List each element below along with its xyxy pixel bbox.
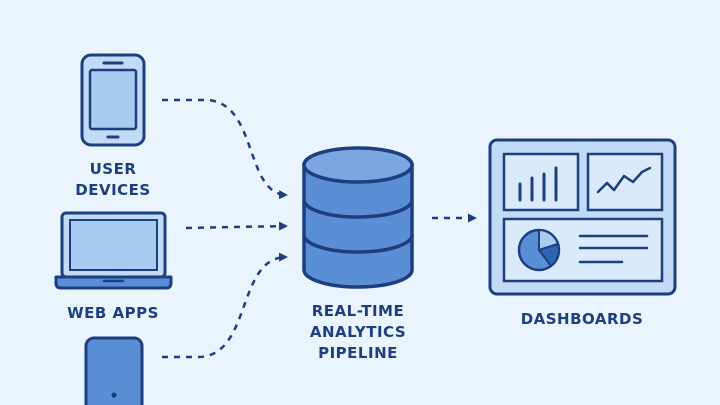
user-devices-label-line-1: USER xyxy=(89,160,137,178)
pie-chart-icon xyxy=(517,228,561,272)
pipeline-label-line-2: ANALYTICS xyxy=(309,323,407,341)
bar-chart-icon xyxy=(518,166,558,202)
pipeline-label-line-1: REAL-TIME xyxy=(311,302,405,320)
smartphone-icon xyxy=(80,53,146,147)
line-chart-panel xyxy=(586,152,664,212)
line-chart-icon xyxy=(596,166,652,194)
dashboard-icon xyxy=(488,138,677,296)
web-apps-label-line-1: WEB APPS xyxy=(67,304,159,322)
pipeline-label-line-3: PIPELINE xyxy=(318,344,398,362)
connector-user-devices xyxy=(162,98,288,200)
tablet-icon xyxy=(84,336,144,405)
text-lines-icon xyxy=(578,234,649,264)
connector-tablet xyxy=(162,252,288,359)
bar-chart-panel xyxy=(502,152,580,212)
web-apps-label: WEB APPS xyxy=(53,303,173,324)
dashboards-label-line-1: DASHBOARDS xyxy=(520,310,644,328)
dashboards-label: DASHBOARDS xyxy=(512,309,652,330)
pipeline-label: REAL-TIME ANALYTICS PIPELINE xyxy=(293,301,423,364)
connector-web-apps xyxy=(185,221,288,231)
database-icon xyxy=(302,146,414,289)
laptop-icon xyxy=(54,211,173,290)
user-devices-label-line-2: DEVICES xyxy=(75,181,151,199)
user-devices-label: USER DEVICES xyxy=(63,159,163,201)
